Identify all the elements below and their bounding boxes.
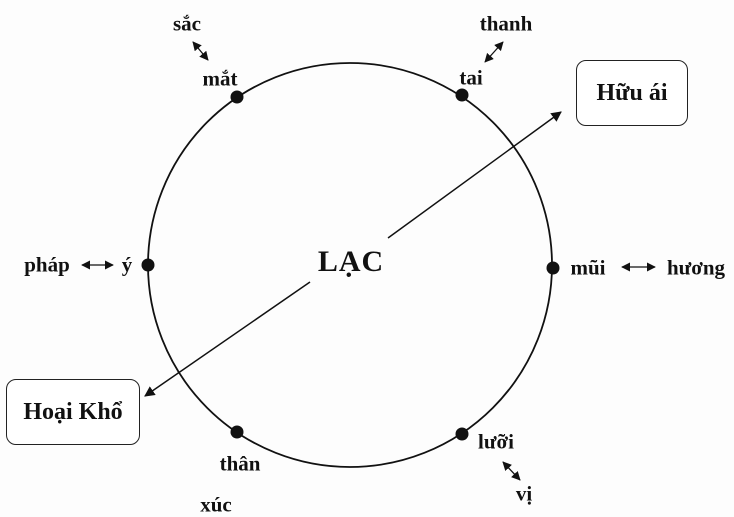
dot-eye bbox=[230, 90, 244, 104]
label-body: thân bbox=[219, 451, 261, 476]
label-ear: tai bbox=[459, 65, 483, 90]
label-eye: mắt bbox=[202, 66, 238, 91]
arrow-tongue-taste bbox=[502, 461, 521, 481]
dot-body bbox=[230, 425, 244, 439]
arrow-eye-form bbox=[192, 41, 209, 61]
dot-ear bbox=[455, 88, 469, 102]
suffering-box: Hoại Khổ bbox=[6, 379, 140, 445]
label-taste: vị bbox=[515, 481, 533, 506]
label-form: sắc bbox=[173, 11, 201, 36]
arrow-to-suffering bbox=[144, 281, 311, 397]
dot-nose bbox=[546, 261, 560, 275]
label-tongue: lưỡi bbox=[478, 429, 514, 454]
label-nose: mũi bbox=[570, 255, 606, 280]
arrow-ear-sound bbox=[484, 41, 504, 63]
label-smell: hương bbox=[666, 255, 726, 280]
center-label: LẠC bbox=[317, 245, 385, 278]
dot-mind bbox=[141, 258, 155, 272]
label-sound: thanh bbox=[479, 11, 533, 36]
label-mind: ý bbox=[121, 252, 133, 277]
dot-tongue bbox=[455, 427, 469, 441]
arrow-to-attachment bbox=[387, 111, 562, 239]
label-dharma: pháp bbox=[24, 252, 70, 277]
attachment-box: Hữu ái bbox=[576, 60, 688, 126]
label-touch: xúc bbox=[200, 492, 232, 517]
